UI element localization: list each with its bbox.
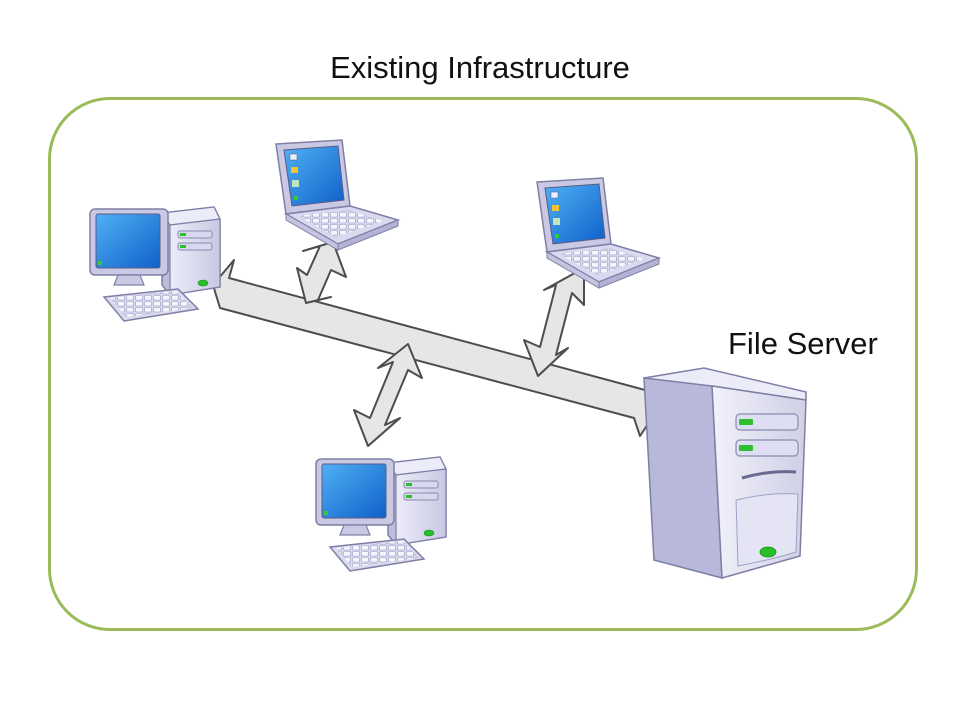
diagram-title: Existing Infrastructure <box>330 50 630 85</box>
desktop-computer-bottom-icon <box>315 456 447 572</box>
network-boundary-frame <box>48 97 918 631</box>
main-link-arrow <box>212 259 655 437</box>
desktop-bottom-link-arrow <box>353 343 423 447</box>
file-server-label: File Server <box>728 326 878 361</box>
laptop-left-link-arrow <box>296 241 347 304</box>
network-links <box>212 241 655 447</box>
laptop-right-link-arrow <box>523 267 585 377</box>
laptop-left-icon <box>275 139 399 251</box>
laptop-right-icon <box>536 177 660 289</box>
desktop-computer-left-icon <box>89 206 221 322</box>
file-server-icon <box>642 367 807 579</box>
